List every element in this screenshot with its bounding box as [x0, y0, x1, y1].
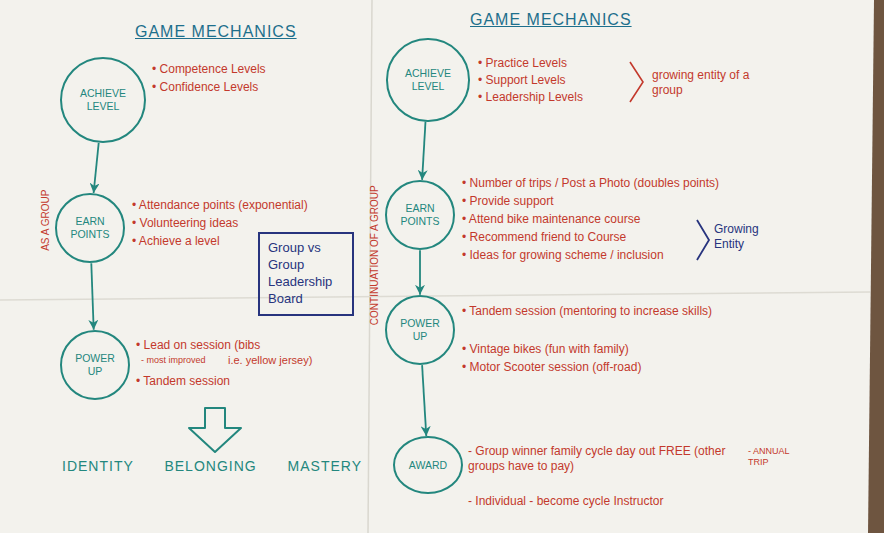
mechanic-circle: EARN POINTS	[385, 180, 455, 250]
circle-text: AWARD	[409, 459, 447, 472]
note-text: GAME MECHANICS	[470, 10, 632, 30]
flow-arrow	[422, 122, 425, 180]
note-text: - Group winner family cycle day out FREE…	[468, 444, 730, 474]
note-text: CONTINUATION OF A GROUP	[369, 185, 382, 325]
note-text: • Motor Scooter session (off-road)	[462, 360, 641, 375]
mechanic-circle: POWER UP	[385, 295, 455, 365]
circle-text: POWER UP	[71, 352, 119, 377]
note-text: • Recommend friend to Course	[462, 230, 626, 245]
note-text: - ANNUAL TRIP	[748, 446, 802, 469]
note-text: • Competence Levels	[152, 62, 266, 77]
note-text: • Attend bike maintenance course	[462, 212, 640, 227]
note-text: • Achieve a level	[132, 234, 220, 249]
leaderboard-box: Group vs Group Leadership Board	[258, 232, 354, 316]
flow-arrow	[91, 263, 93, 330]
note-text: • Number of trips / Post a Photo (double…	[462, 176, 719, 191]
note-text: IDENTITY BELONGING MASTERY	[62, 458, 362, 476]
note-text: i.e. yellow jersey)	[228, 354, 312, 368]
note-text: growing entity of a group	[652, 68, 764, 98]
note-text: • Lead on session (bibs	[136, 338, 260, 353]
hollow-arrow	[189, 408, 241, 452]
box-text: Group vs Group Leadership Board	[268, 240, 344, 308]
flow-arrow	[422, 365, 426, 436]
note-text: • Tandem session (mentoring to increase …	[462, 304, 724, 319]
note-text: Growing Entity	[714, 222, 784, 252]
circle-text: ACHIEVE LEVEL	[399, 67, 457, 92]
note-text: • Practice Levels	[478, 56, 567, 71]
note-text: • Confidence Levels	[152, 80, 258, 95]
note-text: - most improved	[141, 355, 206, 366]
fold-line	[0, 292, 870, 300]
circle-text: ACHIEVE LEVEL	[73, 87, 133, 112]
flow-arrow	[419, 250, 421, 295]
note-text: • Leadership Levels	[478, 90, 583, 105]
brace	[697, 220, 709, 260]
mechanic-circle: ACHIEVE LEVEL	[60, 57, 146, 143]
mechanic-circle: ACHIEVE LEVEL	[386, 38, 469, 121]
flow-arrow	[94, 143, 99, 193]
note-text: • Volunteering ideas	[132, 216, 238, 231]
circle-text: EARN POINTS	[396, 202, 444, 227]
circle-text: EARN POINTS	[66, 215, 114, 240]
note-text: • Provide support	[462, 194, 554, 209]
note-text: • Tandem session	[136, 374, 230, 389]
mechanic-circle: POWER UP	[60, 330, 130, 400]
note-text: AS A GROUP	[41, 189, 54, 250]
note-text: GAME MECHANICS	[135, 22, 297, 42]
mechanic-circle: EARN POINTS	[55, 193, 125, 263]
note-text: • Support Levels	[478, 73, 566, 88]
brace	[630, 62, 643, 102]
mechanic-circle: AWARD	[393, 436, 463, 494]
note-text: - Individual - become cycle Instructor	[468, 494, 663, 509]
circle-text: POWER UP	[396, 317, 444, 342]
note-text: • Ideas for growing scheme / inclusion	[462, 248, 664, 263]
note-text: • Vintage bikes (fun with family)	[462, 342, 629, 357]
note-text: • Attendance points (exponential)	[132, 198, 308, 213]
